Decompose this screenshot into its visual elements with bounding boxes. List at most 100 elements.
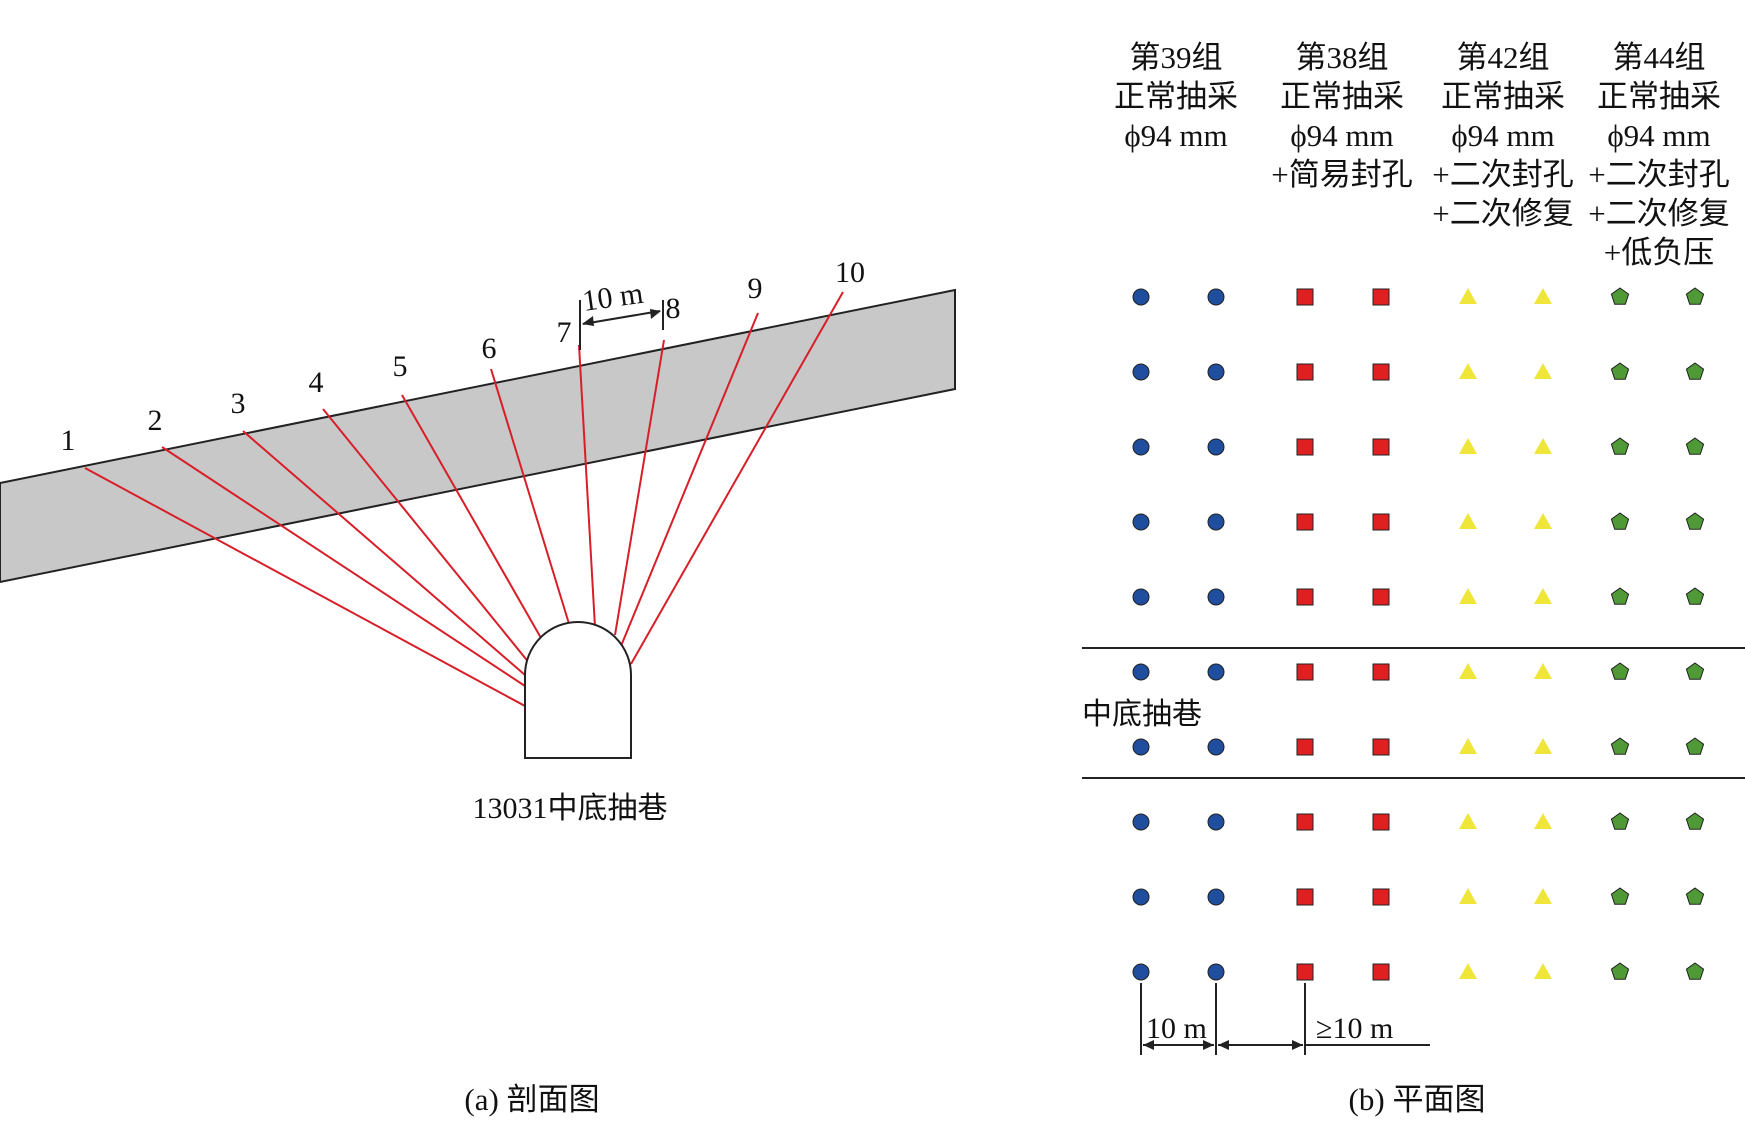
borehole-marker-square bbox=[1296, 513, 1314, 531]
borehole-line bbox=[614, 339, 665, 636]
borehole-marker-triangle bbox=[1534, 513, 1552, 529]
borehole-marker-triangle bbox=[1459, 438, 1477, 454]
borehole-marker-square bbox=[1296, 963, 1314, 981]
borehole-marker-pentagon bbox=[1610, 437, 1630, 455]
borehole-label: 10 bbox=[835, 256, 865, 289]
borehole-label: 6 bbox=[482, 332, 497, 365]
group-header-line: 第42组 bbox=[1457, 40, 1550, 75]
borehole-marker-circle bbox=[1132, 813, 1150, 831]
borehole-marker-pentagon bbox=[1610, 812, 1630, 830]
borehole-marker-square bbox=[1296, 738, 1314, 756]
borehole-line bbox=[620, 312, 759, 647]
borehole-marker-triangle bbox=[1459, 813, 1477, 829]
group-header-line: ϕ94 mm bbox=[1290, 118, 1393, 153]
borehole-marker-pentagon bbox=[1610, 287, 1630, 305]
borehole-line bbox=[490, 368, 571, 628]
borehole-marker-square bbox=[1372, 663, 1390, 681]
borehole-marker-pentagon bbox=[1685, 812, 1705, 830]
borehole-line bbox=[322, 408, 531, 665]
section-dimension: 10 m bbox=[579, 277, 664, 350]
borehole-marker-triangle bbox=[1534, 438, 1552, 454]
borehole-marker-square bbox=[1372, 738, 1390, 756]
borehole-marker-triangle bbox=[1534, 963, 1552, 979]
borehole-label: 9 bbox=[748, 272, 763, 305]
borehole-marker-pentagon bbox=[1610, 512, 1630, 530]
group-header-line: 第44组 bbox=[1613, 40, 1706, 75]
borehole-marker-circle bbox=[1132, 513, 1150, 531]
borehole-marker-triangle bbox=[1459, 588, 1477, 604]
borehole-marker-pentagon bbox=[1610, 662, 1630, 680]
borehole-marker-circle bbox=[1207, 438, 1225, 456]
borehole-marker-pentagon bbox=[1685, 737, 1705, 755]
section-spacing-label: 10 m bbox=[580, 277, 645, 318]
coal-seam bbox=[0, 288, 956, 584]
group-header-line: +二次修复 bbox=[1588, 196, 1729, 231]
borehole-marker-pentagon bbox=[1610, 362, 1630, 380]
borehole-marker-pentagon bbox=[1685, 512, 1705, 530]
borehole-marker-circle bbox=[1207, 363, 1225, 381]
borehole-line bbox=[242, 430, 526, 676]
group-header-line: ϕ94 mm bbox=[1124, 118, 1227, 153]
borehole-marker-pentagon bbox=[1685, 437, 1705, 455]
borehole-line bbox=[84, 467, 526, 707]
borehole-marker-square bbox=[1296, 363, 1314, 381]
borehole-marker-square bbox=[1372, 813, 1390, 831]
borehole-label: 3 bbox=[231, 387, 246, 420]
borehole-marker-square bbox=[1372, 363, 1390, 381]
group-header-line: +二次修复 bbox=[1432, 196, 1573, 231]
borehole-marker-pentagon bbox=[1610, 737, 1630, 755]
borehole-line bbox=[630, 291, 844, 665]
section-roadway-label: 13031中底抽巷 bbox=[473, 792, 668, 825]
borehole-marker-triangle bbox=[1534, 888, 1552, 904]
borehole-marker-triangle bbox=[1459, 963, 1477, 979]
borehole-marker-square bbox=[1296, 888, 1314, 906]
borehole-marker-pentagon bbox=[1685, 662, 1705, 680]
borehole-marker-square bbox=[1296, 288, 1314, 306]
borehole-marker-circle bbox=[1132, 888, 1150, 906]
borehole-marker-circle bbox=[1207, 513, 1225, 531]
plan-dimensions: 10 m ≥10 m bbox=[1140, 983, 1430, 1055]
borehole-label: 1 bbox=[61, 424, 76, 457]
borehole-marker-triangle bbox=[1534, 813, 1552, 829]
borehole-marker-circle bbox=[1207, 663, 1225, 681]
group-header-line: 第39组 bbox=[1130, 40, 1223, 75]
borehole-marker-pentagon bbox=[1610, 962, 1630, 980]
group-header-line: ϕ94 mm bbox=[1607, 118, 1710, 153]
roadway-outline bbox=[524, 621, 632, 759]
borehole-marker-circle bbox=[1132, 438, 1150, 456]
plan-roadway-label: 中底抽巷 bbox=[1082, 698, 1202, 731]
borehole-marker-square bbox=[1296, 438, 1314, 456]
borehole-marker-circle bbox=[1132, 288, 1150, 306]
borehole-marker-circle bbox=[1207, 588, 1225, 606]
borehole-marker-triangle bbox=[1459, 363, 1477, 379]
borehole-label: 2 bbox=[148, 404, 163, 437]
borehole-marker-pentagon bbox=[1685, 362, 1705, 380]
group-header-line: ϕ94 mm bbox=[1451, 118, 1554, 153]
group-header-line: 正常抽采 bbox=[1114, 79, 1238, 114]
borehole-marker-circle bbox=[1132, 663, 1150, 681]
borehole-marker-circle bbox=[1132, 588, 1150, 606]
borehole-marker-circle bbox=[1207, 963, 1225, 981]
borehole-line bbox=[161, 446, 526, 687]
group-header-line: +二次封孔 bbox=[1432, 157, 1573, 192]
plan-caption: (b) 平面图 bbox=[1349, 1082, 1486, 1117]
borehole-marker-triangle bbox=[1534, 288, 1552, 304]
borehole-marker-pentagon bbox=[1685, 587, 1705, 605]
borehole-marker-triangle bbox=[1459, 288, 1477, 304]
group-header-line: +低负压 bbox=[1604, 235, 1714, 270]
group-header-line: 第38组 bbox=[1296, 40, 1389, 75]
borehole-line bbox=[578, 344, 596, 628]
borehole-marker-square bbox=[1296, 588, 1314, 606]
borehole-marker-pentagon bbox=[1610, 887, 1630, 905]
borehole-marker-square bbox=[1296, 663, 1314, 681]
borehole-marker-triangle bbox=[1534, 588, 1552, 604]
borehole-marker-square bbox=[1372, 588, 1390, 606]
borehole-marker-square bbox=[1372, 288, 1390, 306]
group-header-line: +二次封孔 bbox=[1588, 157, 1729, 192]
borehole-marker-circle bbox=[1132, 363, 1150, 381]
group-header-line: 正常抽采 bbox=[1280, 79, 1404, 114]
plan-spacing-label-1: 10 m bbox=[1146, 1012, 1207, 1045]
